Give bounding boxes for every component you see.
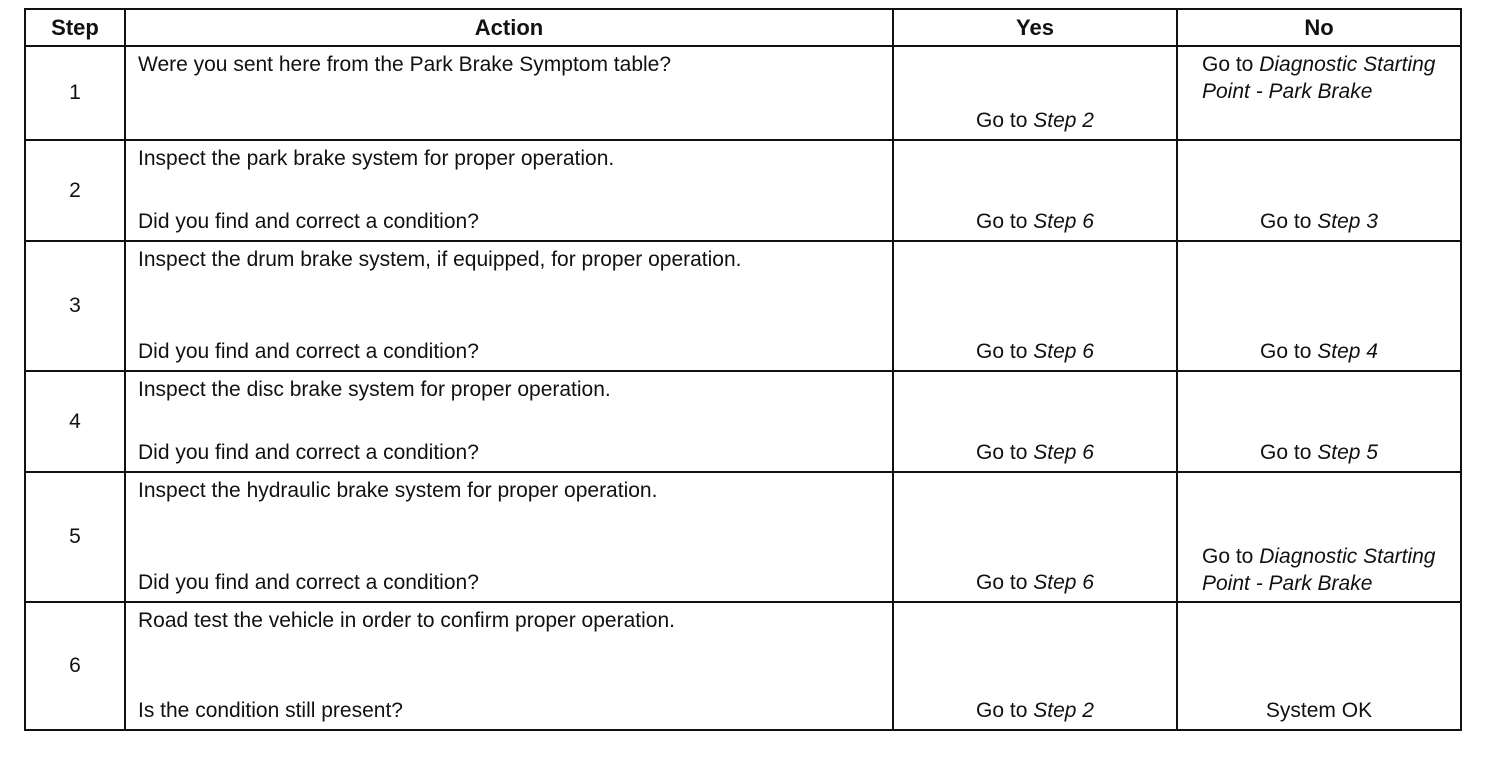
action-cell: Were you sent here from the Park Brake S… xyxy=(124,45,894,141)
no-prefix: Go to xyxy=(1260,340,1312,363)
no-link[interactable]: Step 4 xyxy=(1317,340,1378,363)
header-no: No xyxy=(1176,8,1462,47)
step-number: 6 xyxy=(24,601,126,731)
yes-cell: Go to Step 6 xyxy=(892,240,1178,372)
yes-cell: Go to Step 6 xyxy=(892,370,1178,473)
yes-prefix: Go to xyxy=(976,210,1028,233)
action-question: Did you find and correct a condition? xyxy=(138,571,479,594)
action-cell: Inspect the park brake system for proper… xyxy=(124,139,894,242)
action-cell: Inspect the hydraulic brake system for p… xyxy=(124,471,894,603)
table-row: 4 Inspect the disc brake system for prop… xyxy=(24,370,1462,473)
table-row: 3 Inspect the drum brake system, if equi… xyxy=(24,240,1462,372)
action-text: Were you sent here from the Park Brake S… xyxy=(138,53,672,76)
header-yes: Yes xyxy=(892,8,1178,47)
diagnostic-table: Step Action Yes No 1 Were you sent here … xyxy=(24,8,1462,731)
step-number: 4 xyxy=(24,370,126,473)
action-question: Is the condition still present? xyxy=(138,699,403,722)
yes-link[interactable]: Step 2 xyxy=(1033,699,1094,722)
no-prefix: Go to xyxy=(1202,545,1254,568)
yes-prefix: Go to xyxy=(976,699,1028,722)
table-row: 1 Were you sent here from the Park Brake… xyxy=(24,45,1462,141)
no-cell: Go to Step 4 xyxy=(1176,240,1462,372)
yes-link[interactable]: Step 2 xyxy=(1033,109,1094,132)
yes-prefix: Go to xyxy=(976,340,1028,363)
no-link[interactable]: Diagnostic Starting Point - Park Brake xyxy=(1202,53,1436,103)
yes-cell: Go to Step 6 xyxy=(892,471,1178,603)
action-text: Inspect the park brake system for proper… xyxy=(138,147,615,170)
step-number: 1 xyxy=(24,45,126,141)
yes-prefix: Go to xyxy=(976,441,1028,464)
yes-link[interactable]: Step 6 xyxy=(1033,340,1094,363)
yes-prefix: Go to xyxy=(976,109,1028,132)
no-prefix: Go to xyxy=(1260,210,1312,233)
header-step: Step xyxy=(24,8,126,47)
action-cell: Inspect the disc brake system for proper… xyxy=(124,370,894,473)
action-cell: Inspect the drum brake system, if equipp… xyxy=(124,240,894,372)
no-cell: Go to Diagnostic Starting Point - Park B… xyxy=(1176,45,1462,141)
no-link[interactable]: Step 5 xyxy=(1317,441,1378,464)
action-cell: Road test the vehicle in order to confir… xyxy=(124,601,894,731)
no-prefix: Go to xyxy=(1202,53,1254,76)
yes-link[interactable]: Step 6 xyxy=(1033,441,1094,464)
no-link[interactable]: Step 3 xyxy=(1317,210,1378,233)
table-row: 6 Road test the vehicle in order to conf… xyxy=(24,601,1462,731)
action-text: Inspect the hydraulic brake system for p… xyxy=(138,479,658,502)
step-number: 3 xyxy=(24,240,126,372)
no-cell: Go to Step 3 xyxy=(1176,139,1462,242)
header-row: Step Action Yes No xyxy=(24,8,1462,47)
no-prefix: Go to xyxy=(1260,441,1312,464)
no-cell: Go to Step 5 xyxy=(1176,370,1462,473)
action-question: Did you find and correct a condition? xyxy=(138,441,479,464)
header-action: Action xyxy=(124,8,894,47)
action-text: Inspect the drum brake system, if equipp… xyxy=(138,248,742,271)
step-number: 2 xyxy=(24,139,126,242)
yes-link[interactable]: Step 6 xyxy=(1033,210,1094,233)
action-text: Inspect the disc brake system for proper… xyxy=(138,378,611,401)
yes-cell: Go to Step 2 xyxy=(892,45,1178,141)
yes-link[interactable]: Step 6 xyxy=(1033,571,1094,594)
no-cell: System OK xyxy=(1176,601,1462,731)
no-result: System OK xyxy=(1265,699,1373,722)
yes-cell: Go to Step 6 xyxy=(892,139,1178,242)
action-question: Did you find and correct a condition? xyxy=(138,210,479,233)
table-row: 5 Inspect the hydraulic brake system for… xyxy=(24,471,1462,603)
action-text: Road test the vehicle in order to confir… xyxy=(138,609,675,632)
action-question: Did you find and correct a condition? xyxy=(138,340,479,363)
no-cell: Go to Diagnostic Starting Point - Park B… xyxy=(1176,471,1462,603)
yes-cell: Go to Step 2 xyxy=(892,601,1178,731)
yes-prefix: Go to xyxy=(976,571,1028,594)
table-row: 2 Inspect the park brake system for prop… xyxy=(24,139,1462,242)
no-link[interactable]: Diagnostic Starting Point - Park Brake xyxy=(1202,545,1436,595)
step-number: 5 xyxy=(24,471,126,603)
